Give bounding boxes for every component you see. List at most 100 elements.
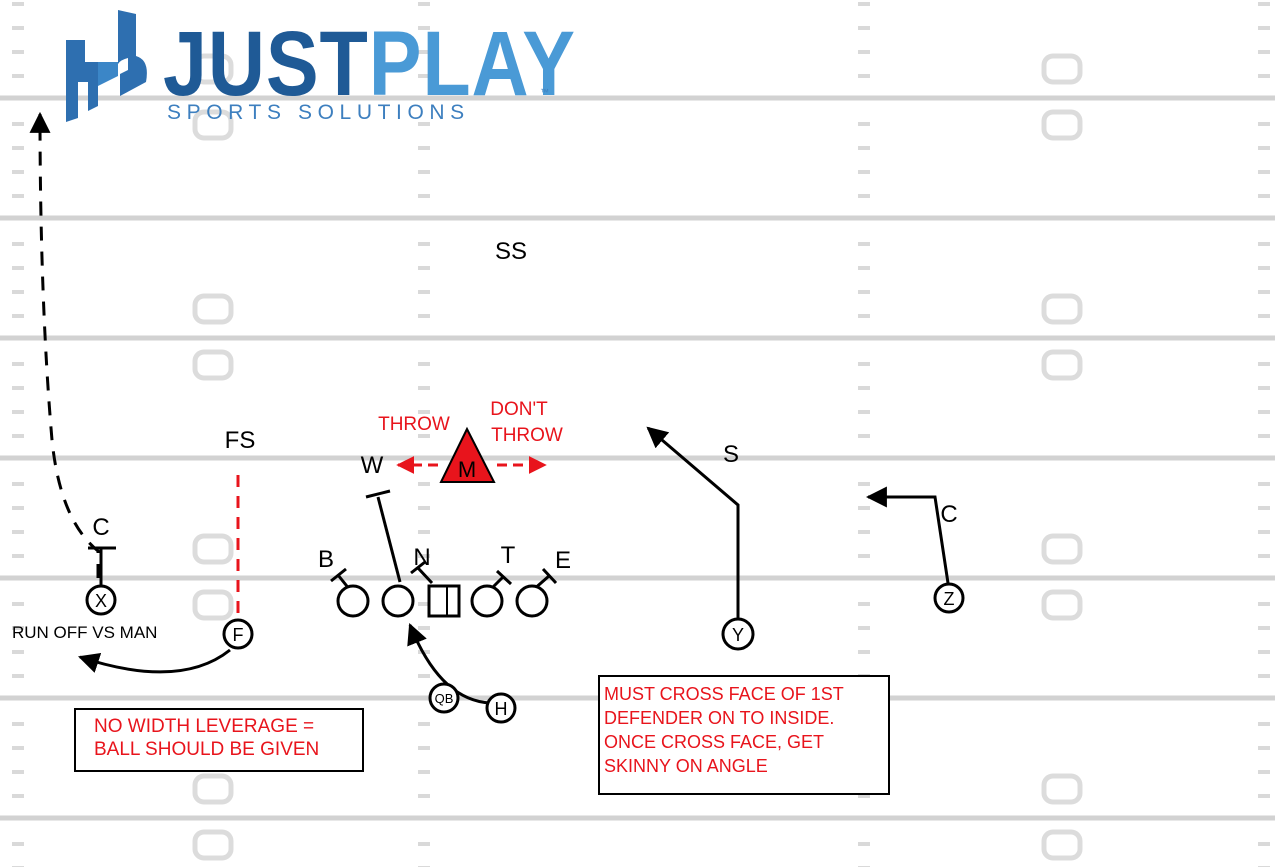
- hash-mark: [418, 770, 430, 774]
- hash-mark: [12, 434, 24, 438]
- c-right-label: C: [940, 501, 957, 528]
- logo-trademark: ™: [540, 87, 549, 97]
- player-z-label: Z: [944, 589, 955, 609]
- hash-mark: [12, 506, 24, 510]
- n-label: N: [413, 544, 430, 571]
- hash-mark: [1258, 554, 1270, 558]
- hash-mark: [418, 122, 430, 126]
- field-number-outline: [192, 53, 234, 85]
- field-number-outline: [1041, 293, 1083, 325]
- hash-mark: [418, 674, 430, 678]
- hash-mark: [12, 482, 24, 486]
- x-route: [29, 111, 100, 578]
- hash-mark: [418, 194, 430, 198]
- hash-mark: [858, 482, 870, 486]
- run-off-label: RUN OFF VS MAN: [12, 623, 157, 642]
- hash-mark: [858, 794, 870, 798]
- hash-mark: [418, 554, 430, 558]
- note-cross-face: MUST CROSS FACE OF 1ST DEFENDER ON TO IN…: [598, 675, 890, 795]
- hash-mark: [1258, 386, 1270, 390]
- hash-mark: [12, 722, 24, 726]
- h-route: [407, 623, 491, 705]
- b-label: B: [318, 546, 334, 573]
- hash-mark: [418, 314, 430, 318]
- hash-mark: [858, 650, 870, 654]
- hash-mark: [858, 410, 870, 414]
- dont-throw-label-1: DON'T: [490, 399, 548, 420]
- hash-mark: [12, 626, 24, 630]
- hash-mark: [858, 506, 870, 510]
- hash-mark: [12, 2, 24, 6]
- player-qb: [428, 682, 460, 714]
- mike-triangle: [439, 426, 496, 483]
- hash-mark: [418, 434, 430, 438]
- hash-mark: [12, 842, 24, 846]
- player-h-label: H: [495, 699, 508, 719]
- hash-mark: [1258, 482, 1270, 486]
- hash-mark: [858, 314, 870, 318]
- hash-mark: [12, 50, 24, 54]
- f-route: [78, 648, 231, 674]
- hash-mark: [12, 410, 24, 414]
- hash-mark: [12, 74, 24, 78]
- hash-mark: [858, 386, 870, 390]
- note-width-leverage: NO WIDTH LEVERAGE = BALL SHOULD BE GIVEN: [74, 708, 364, 772]
- hash-mark: [12, 122, 24, 126]
- hash-mark: [858, 26, 870, 30]
- hash-mark: [1258, 770, 1270, 774]
- player-qb-label: QB: [435, 691, 454, 706]
- field-number-outline: [192, 533, 234, 565]
- field-number-outline: [1041, 109, 1083, 141]
- hash-mark: [858, 74, 870, 78]
- hash-mark: [12, 266, 24, 270]
- logo-wordmark: JUSTPLAY: [163, 18, 576, 110]
- logo-word-just: JUST: [163, 13, 369, 115]
- player-f: [222, 618, 254, 650]
- hash-mark: [12, 650, 24, 654]
- y-route: [646, 426, 740, 618]
- e-label: E: [555, 547, 571, 574]
- hash-mark: [418, 746, 430, 750]
- hash-mark: [418, 242, 430, 246]
- w-block: [376, 496, 402, 583]
- mike-label: M: [458, 457, 476, 482]
- player-h: [485, 692, 517, 724]
- hash-mark: [418, 722, 430, 726]
- hash-mark: [1258, 362, 1270, 366]
- hash-mark: [1258, 266, 1270, 270]
- hash-mark: [12, 314, 24, 318]
- hash-mark: [1258, 722, 1270, 726]
- hash-mark: [418, 2, 430, 6]
- field-number-outline: [1041, 773, 1083, 805]
- hash-mark: [858, 842, 870, 846]
- hash-mark: [1258, 2, 1270, 6]
- hash-mark: [418, 362, 430, 366]
- player-y-label: Y: [732, 625, 744, 645]
- hash-mark: [418, 26, 430, 30]
- hash-mark: [418, 386, 430, 390]
- hash-mark: [12, 290, 24, 294]
- hash-mark: [1258, 842, 1270, 846]
- hash-mark: [858, 194, 870, 198]
- hash-mark: [12, 602, 24, 606]
- field-number-outline: [192, 109, 234, 141]
- hash-mark: [418, 506, 430, 510]
- field-number-outline: [1041, 829, 1083, 861]
- hash-mark: [418, 266, 430, 270]
- hash-mark: [858, 50, 870, 54]
- hash-mark: [858, 122, 870, 126]
- hash-mark: [1258, 26, 1270, 30]
- field-number-outline: [1041, 589, 1083, 621]
- hash-mark: [858, 242, 870, 246]
- hash-mark: [858, 146, 870, 150]
- offensive-line: [336, 584, 549, 618]
- field-number-outline: [192, 589, 234, 621]
- hash-mark: [12, 194, 24, 198]
- hash-mark: [858, 362, 870, 366]
- w-label: W: [361, 452, 384, 479]
- hash-mark: [858, 434, 870, 438]
- hash-mark: [1258, 506, 1270, 510]
- hash-mark: [12, 146, 24, 150]
- fs-label: FS: [225, 427, 256, 454]
